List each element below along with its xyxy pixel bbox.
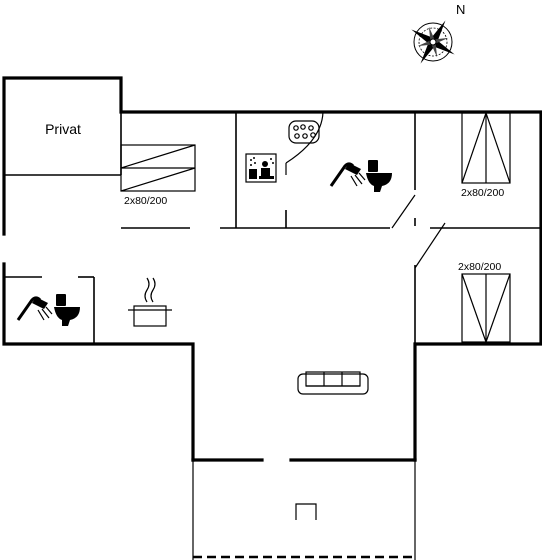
cooking-pot-icon: [128, 277, 172, 327]
whirlpool-icon: [288, 120, 320, 144]
bed-top-right: [461, 112, 511, 184]
shower-icon-left: [16, 296, 53, 321]
grill-icon: [295, 503, 317, 520]
sofa-icon: [297, 371, 369, 395]
compass-icon: [411, 20, 455, 64]
room-label-private: Privat: [45, 121, 81, 137]
bed-top-right-size-label: 2x80/200: [461, 187, 504, 199]
compass-north-label: N: [456, 2, 465, 17]
exterior-walls: [2, 76, 542, 462]
terrace: [192, 460, 416, 560]
sauna-icon: [245, 153, 277, 183]
bed-left-size-label: 2x80/200: [124, 195, 167, 207]
toilet-icon-left: [54, 294, 80, 326]
bed-bottom-right: [461, 273, 511, 343]
bed-left: [120, 144, 196, 192]
interior-walls: [4, 111, 541, 344]
shower-icon: [329, 162, 366, 187]
bed-bottom-right-size-label: 2x80/200: [458, 261, 501, 273]
toilet-icon: [366, 160, 392, 192]
